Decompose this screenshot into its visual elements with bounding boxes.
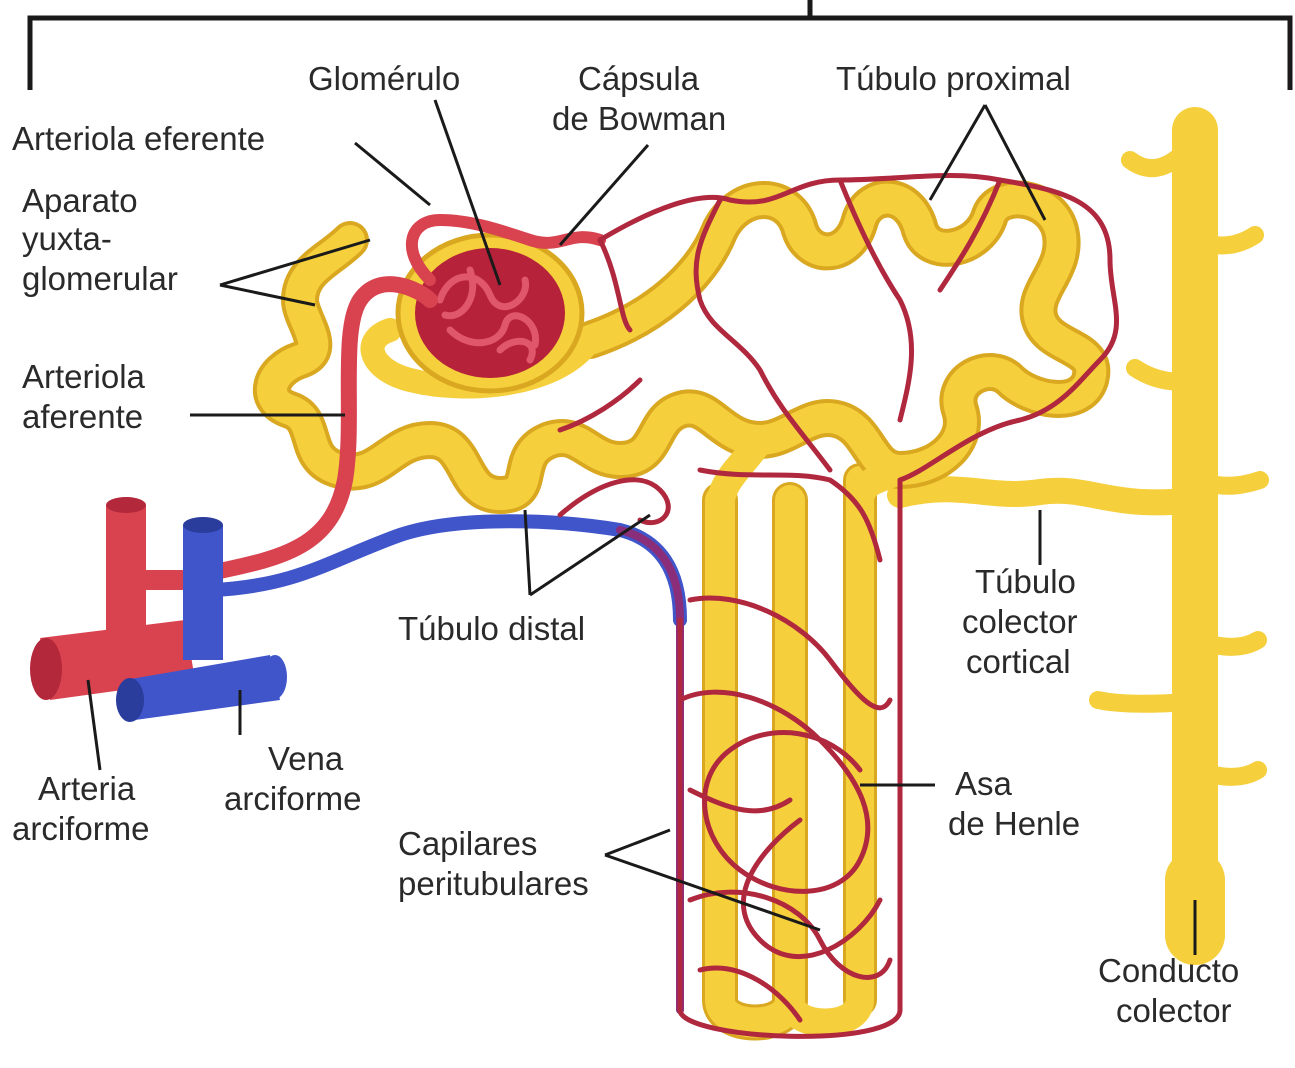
label-capsula-line2: de Bowman [552,100,726,137]
label-arteriola-eferente: Arteriola eferente [12,120,265,157]
cortical-collecting-tubule [900,489,1195,502]
label-conducto-line2: colector [1116,992,1232,1029]
label-arteria-line1: Arteria [38,770,136,807]
label-aparato-line3: glomerular [22,260,178,297]
label-colector-cortical-line2: colector [962,603,1078,640]
label-arteriola-aferente-line1: Arteriola [22,358,146,395]
label-glomerulo: Glomérulo [308,60,460,97]
arcuate-artery [30,497,195,700]
label-conducto-line1: Conducto [1098,952,1239,989]
label-arteria-line2: arciforme [12,810,150,847]
label-capilares-line1: Capilares [398,825,537,862]
label-tubulo-proximal: Túbulo proximal [836,60,1071,97]
label-capsula-line1: Cápsula [578,60,700,97]
label-asa-line1: Asa [955,765,1013,802]
label-asa-line2: de Henle [948,805,1080,842]
vein-path [215,521,680,620]
label-vena-line2: arciforme [224,780,362,817]
label-vena-line1: Vena [268,740,344,777]
label-capilares-line2: peritubulares [398,865,589,902]
label-aparato-line2: yuxta- [22,220,112,257]
label-colector-cortical-line1: Túbulo [975,563,1076,600]
collecting-duct [1098,130,1260,935]
vein-to-capillary [620,530,680,1010]
label-tubulo-distal: Túbulo distal [398,610,585,647]
label-arteriola-aferente-line2: aferente [22,398,143,435]
glomerulus [415,248,565,378]
label-colector-cortical-line3: cortical [966,643,1071,680]
label-aparato-line1: Aparato [22,182,138,219]
